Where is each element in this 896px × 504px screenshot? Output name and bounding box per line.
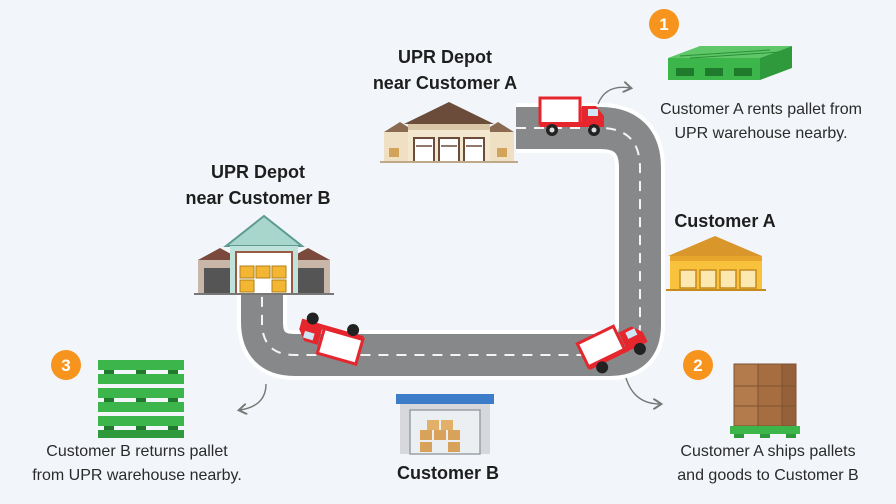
- customer-b-building-icon: [396, 394, 494, 455]
- depot-b-warehouse-icon: [194, 214, 334, 295]
- step-3-description: Customer B returns pallet from UPR wareh…: [4, 440, 270, 488]
- step-1-description: Customer A rents pallet from UPR warehou…: [632, 98, 890, 146]
- step-1-line2: UPR warehouse nearby.: [674, 125, 848, 142]
- customer-a-label: Customer A: [674, 211, 776, 231]
- step-2-description: Customer A ships pallets and goods to Cu…: [650, 440, 886, 488]
- arrow-step-2: [625, 377, 660, 404]
- step-1-badge: 1: [649, 9, 679, 39]
- arrow-step-1: [597, 87, 630, 105]
- step-2-line2: and goods to Customer B: [677, 467, 859, 484]
- depot-b-label-line2: near Customer B: [185, 188, 331, 208]
- green-pallet-icon: [668, 46, 792, 80]
- step-3-line2: from UPR warehouse nearby.: [32, 467, 242, 484]
- step-3-badge: 3: [51, 350, 81, 380]
- svg-text:3: 3: [61, 356, 70, 375]
- depot-a-label-line1: UPR Depot: [398, 47, 492, 67]
- arrow-step-3: [240, 383, 267, 410]
- depot-b-label: UPR Depot near Customer B: [160, 159, 356, 211]
- step-2-badge: 2: [683, 350, 713, 380]
- depot-b-label-line1: UPR Depot: [211, 162, 305, 182]
- truck-icon: [575, 324, 648, 374]
- step-3-line1: Customer B returns pallet: [46, 443, 228, 460]
- customer-a-building-icon: [666, 236, 766, 291]
- step-2-line1: Customer A ships pallets: [680, 443, 856, 460]
- depot-a-label-line2: near Customer A: [372, 73, 518, 93]
- step-1-line1: Customer A rents pallet from: [660, 101, 862, 118]
- depot-a-label: UPR Depot near Customer A: [350, 44, 540, 96]
- truck-icon: [538, 96, 604, 136]
- svg-text:1: 1: [659, 15, 668, 34]
- customer-b-label: Customer B: [396, 463, 499, 483]
- truck-icon: [299, 312, 365, 366]
- svg-text:2: 2: [693, 356, 702, 375]
- green-pallet-stack-icon: [98, 360, 184, 438]
- boxes-on-pallet-icon: [730, 363, 800, 438]
- depot-a-warehouse-icon: [380, 102, 518, 163]
